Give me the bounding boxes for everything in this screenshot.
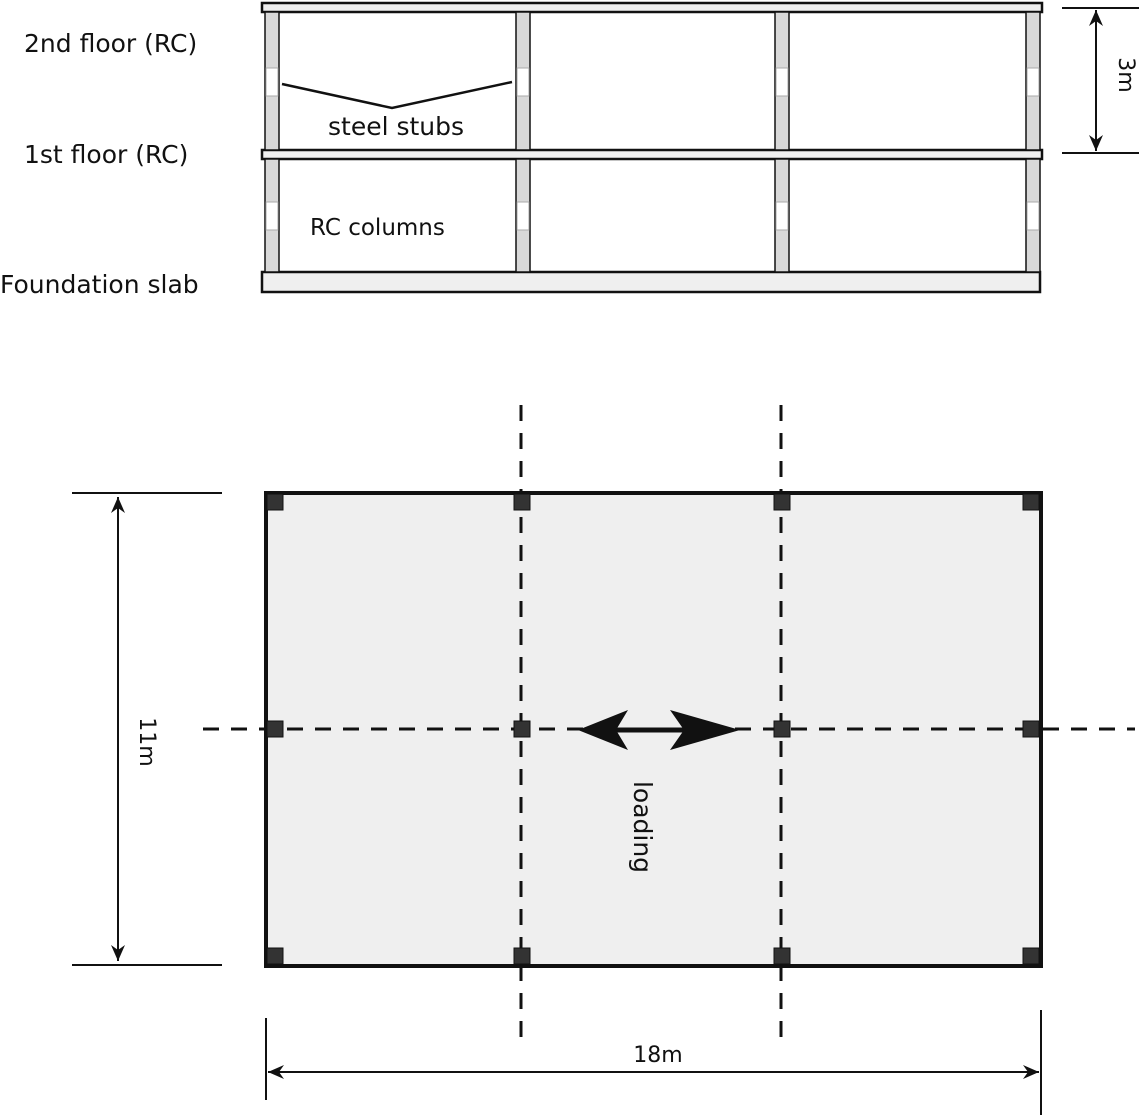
column-node: [773, 493, 791, 511]
column-node: [1022, 493, 1040, 511]
second-floor-label: 2nd floor (RC): [24, 29, 197, 58]
column-node: [266, 493, 284, 511]
height-dim-label-3m: 3m: [1113, 57, 1138, 92]
steel-stubs-label: steel stubs: [328, 112, 464, 141]
foundation-slab-label: Foundation slab: [0, 270, 199, 299]
column-node: [773, 720, 791, 738]
first-floor-label: 1st floor (RC): [24, 140, 188, 169]
foundation-slab: [260, 270, 1042, 294]
steel-stub: [265, 201, 279, 231]
steel-stub-sections: [265, 67, 1040, 231]
plan-height-dim-label-11m: 11m: [134, 717, 159, 766]
steel-stub: [775, 67, 789, 97]
column-node: [1022, 947, 1040, 965]
steel-stub: [516, 201, 530, 231]
steel-stub: [1026, 67, 1040, 97]
column-node: [266, 720, 284, 738]
column-nodes: [266, 493, 1040, 965]
column-node: [1022, 720, 1040, 738]
loading-arrowhead-right: [670, 710, 740, 750]
second-floor-slab: [260, 1, 1044, 14]
loading-arrow: [578, 710, 740, 750]
steel-stubs-leader: [281, 80, 513, 110]
steel-stub: [1026, 201, 1040, 231]
steel-stub: [265, 67, 279, 97]
plan-view: loading 11m 18m: [72, 405, 1135, 1115]
first-floor-slab: [260, 148, 1044, 161]
column-node: [513, 493, 531, 511]
column-node: [513, 947, 531, 965]
plan-width-dim-label-18m: 18m: [633, 1043, 682, 1068]
loading-label: loading: [628, 781, 657, 873]
steel-stub: [775, 201, 789, 231]
column-node: [773, 947, 791, 965]
column-node: [513, 720, 531, 738]
rc-columns-label: RC columns: [310, 215, 445, 241]
column-node: [266, 947, 284, 965]
elevation-view: 2nd floor (RC) 1st floor (RC) Foundation…: [0, 1, 1139, 299]
loading-arrowhead-left: [578, 710, 628, 750]
steel-stub: [516, 67, 530, 97]
